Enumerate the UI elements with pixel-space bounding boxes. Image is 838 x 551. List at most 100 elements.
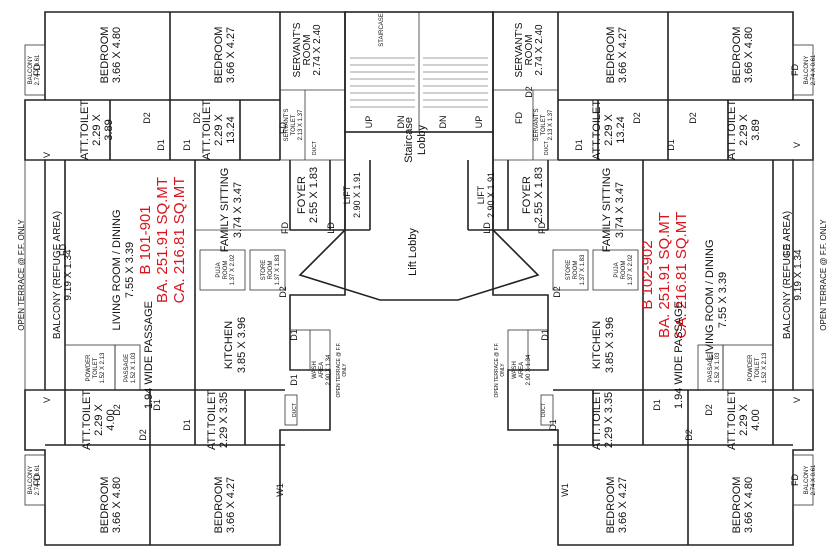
right-unit-walls [467,11,814,546]
bedroom-bottom-right-mid-label: BEDROOM3.66 X 4.27 [605,477,629,534]
staircase-lobby-label: StaircaseLobby [403,117,428,163]
vent-tag: V [792,142,802,148]
open-terrace-small-right-label: OPEN TERRACE @ F.F.ONLY [494,343,506,398]
door-tag: LD [482,222,492,234]
door-tag: LD [326,222,336,234]
att-toilet-1324-label: ATT.TOILET2.29 X13.24 [201,100,237,160]
door-tags: D2 D1 D1 D2 FD FD LD FD D2 D1 D1 D2 D2 D… [32,64,802,497]
door-tag: FD [32,474,42,486]
open-terrace-small-label: OPEN TERRACE @ F.F.ONLY [336,343,348,398]
duct-label-bottom-left: DUCT [292,403,298,417]
door-tag: D2 [138,429,148,441]
powder-toilet-right-label: POWDERTOILET1.52 X 2.13 [748,352,768,383]
open-terrace-right-label: OPEN TERRACE @ F.F. ONLY [819,219,828,331]
att-toilet-389-label: ATT.TOILET2.29 X3.89 [79,100,115,160]
open-terrace-label: OPEN TERRACE @ F.F. ONLY [17,219,26,331]
foyer-right-label: FOYER2.55 X 1.83 [521,167,545,223]
left-unit-carpet-area: CA. 216.81 SQ.MT [171,177,188,304]
door-tag: D2 [192,112,202,124]
door-tag: D2 [688,112,698,124]
left-unit-built-area: BA. 251.91 SQ.MT [154,177,171,303]
living-room-right-label: LIVING ROOM / DINING7.55 X 3.39 [704,239,729,360]
staircase-treads [350,57,488,108]
bedroom-top-left-label: BEDROOM3.66 X 4.80 [99,27,123,84]
wash-area-right-label: WASHAREA2.90 X 1.34 [512,354,532,385]
balcony-refuge-label: BALCONY (REFUGE AREA)9.19 X 1.34 [52,211,74,339]
vent-tag: V [42,152,52,158]
wide-passage-label: 1.94 WIDE PASSAGE [143,301,155,409]
vent-tag: V [792,397,802,403]
servant-toilet-right-label: SERVANT'STOILET2.13 X 1.37 [534,109,554,142]
core-labels: STAIRCASE StaircaseLobby Lift Lobby UP D… [364,13,484,276]
core-walls [298,11,540,301]
stair-up-left: UP [364,116,374,129]
door-tag: D1 [156,139,166,151]
lift-right-label: LIFT2.90 X 1.91 [476,172,496,218]
stair-dn-left: DN [396,116,406,129]
powder-toilet-label: POWDERTOILET1.52 X 2.13 [86,352,106,383]
foyer-label: FOYER2.55 X 1.83 [296,167,320,223]
balcony-refuge-right-label: BALCONY (REFUGE AREA)9.19 X 1.34 [782,211,804,339]
door-tag: FD [278,122,288,134]
lift-lobby-label: Lift Lobby [407,228,419,276]
door-tag: FD [58,244,68,256]
door-tag: D2 [524,86,534,98]
duct-label-top-right: DUCT [544,141,550,155]
door-tag: FD [514,112,524,124]
staircase-label: STAIRCASE [379,13,385,47]
door-tag: D1 [666,139,676,151]
lift-left-label: LIFT2.90 X 1.91 [342,172,362,218]
door-tag: FD [537,222,547,234]
right-unit-number: B 102-902 [639,240,656,309]
puja-room-right-label: PUJAROOM1.37 X 2.02 [614,254,634,285]
store-room-label: STOREROOM1.37 X 1.83 [261,254,281,285]
door-tag: D1 [182,419,192,431]
servant-room-label: SERVANT'SROOM2.74 X 2.40 [292,22,323,77]
door-tag: FD [280,222,290,234]
door-tag: FD [790,474,800,486]
wash-area-label: WASHAREA2.90 X 1.34 [312,354,332,385]
att-toilet-400-right-label: ATT.TOILET2.29 X4.00 [726,390,762,450]
left-unit-labels: BEDROOM3.66 X 4.80 BEDROOM3.66 X 4.27 SE… [17,22,362,533]
door-tag: D1 [152,399,162,411]
door-tag: FD [782,244,792,256]
door-tag: D2 [112,404,122,416]
door-tag: D2 [704,404,714,416]
left-unit-walls [24,11,371,546]
door-tag: D2 [684,429,694,441]
door-tag: D2 [632,112,642,124]
passage-label: PASSAGE1.52 X 1.03 [124,352,137,383]
right-unit-built-area: BA. 251.91 SQ.MT [656,212,673,338]
duct-label-top-left: DUCT [312,141,318,155]
bedroom-bottom-right-label: BEDROOM3.66 X 4.80 [731,477,755,534]
servant-toilet-label: SERVANT'STOILET2.13 X 1.37 [284,109,304,142]
door-tag: FD [790,64,800,76]
passage-right-label: PASSAGE1.52 X 1.03 [708,352,721,383]
door-tag: D1 [289,374,299,386]
wide-passage-right-label: 1.94 WIDE PASSAGE [673,301,685,409]
right-unit-carpet-area: CA. 216.81 SQ.MT [673,212,690,339]
door-tag: D1 [540,329,550,341]
balcony-small-top-label: BALCONY2.74 X 0.61 [28,54,41,85]
bedroom-top-right-label: BEDROOM3.66 X 4.80 [731,27,755,84]
door-tag: D1 [574,139,584,151]
window-tag: W1 [560,483,570,497]
kitchen-right-label: KITCHEN3.85 X 3.96 [591,317,616,373]
door-tag: D2 [142,112,152,124]
kitchen-label: KITCHEN3.85 X 3.96 [223,317,248,373]
window-tag: W1 [275,483,285,497]
att-toilet-335-right-label: ATT.TOILET2.29 X 3.35 [591,390,615,450]
door-tag: FD [32,64,42,76]
vent-tag: V [42,397,52,403]
door-tag: D1 [652,399,662,411]
balcony-small-bottom-right-label: BALCONY2.74 X 0.61 [804,464,817,495]
family-sitting-right-label: FAMILY SITTING3.74 X 3.47 [601,168,626,253]
left-unit-number: B 101-901 [137,205,154,274]
puja-room-label: PUJAROOM1.37 X 2.02 [216,254,236,285]
door-tag: D1 [548,419,558,431]
bedroom-bottom-left-label: BEDROOM3.66 X 4.80 [99,477,123,534]
store-room-right-label: STOREROOM1.37 X 1.83 [566,254,586,285]
att-toilet-400-label: ATT.TOILET2.29 X4.00 [81,390,117,450]
